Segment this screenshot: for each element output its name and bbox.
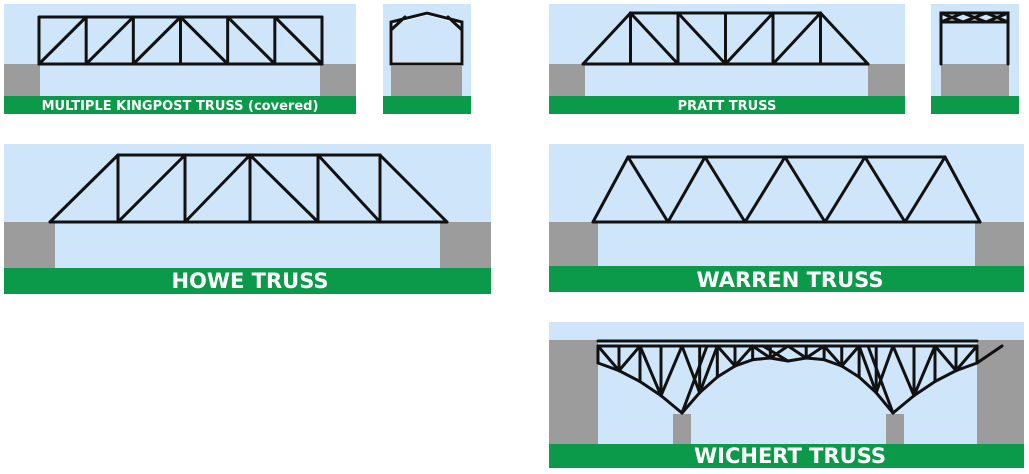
arch-chord bbox=[786, 356, 808, 363]
end-post bbox=[581, 11, 632, 66]
diagonal-member bbox=[768, 344, 790, 360]
kingpost-label: MULTIPLE KINGPOST TRUSS (covered) bbox=[42, 99, 319, 114]
diagonal-member bbox=[771, 11, 822, 66]
diagonal-member bbox=[724, 11, 775, 66]
kingpost-truss bbox=[37, 15, 324, 66]
diagonal-member bbox=[954, 344, 979, 373]
wichert-truss bbox=[596, 339, 1004, 415]
diagonal-member bbox=[659, 344, 684, 398]
diagonal-member bbox=[874, 344, 895, 395]
wichert-truss-panel: WICHERT TRUSS bbox=[549, 322, 1024, 468]
diagonal-member bbox=[596, 344, 621, 373]
diagonal-member bbox=[131, 15, 182, 66]
diagonal-member bbox=[248, 153, 320, 224]
end-post bbox=[48, 153, 120, 224]
diagonal-member bbox=[783, 155, 827, 224]
howe-truss bbox=[48, 153, 449, 224]
kingpost-end-view-panel bbox=[383, 4, 471, 114]
arch-chord bbox=[933, 369, 958, 383]
diagonal-member bbox=[698, 344, 719, 395]
arch-chord bbox=[857, 375, 878, 395]
arch-chord bbox=[822, 358, 844, 368]
arch-chord bbox=[840, 364, 861, 379]
diagonal-member bbox=[857, 344, 878, 395]
diagonal-member bbox=[638, 344, 663, 398]
end-post bbox=[819, 11, 870, 66]
pratt-truss bbox=[581, 11, 870, 66]
diagonal-member bbox=[743, 155, 787, 224]
diagonal-member bbox=[617, 344, 642, 373]
diagonal-member bbox=[822, 344, 844, 368]
diagonal-member bbox=[751, 344, 772, 360]
arch-chord bbox=[715, 364, 737, 379]
diagonal-member bbox=[903, 155, 947, 224]
arch-chord bbox=[638, 380, 663, 398]
diagonal-member bbox=[733, 344, 755, 368]
arch-chord bbox=[596, 361, 621, 373]
diagonal-member bbox=[273, 15, 324, 66]
diagonal-member bbox=[183, 153, 252, 224]
arch-chord bbox=[659, 394, 684, 415]
pratt-truss-panel: PRATT TRUSS bbox=[549, 4, 905, 114]
diagonal-member bbox=[179, 15, 230, 66]
diagonal-member bbox=[703, 155, 747, 224]
diagonal-member bbox=[786, 344, 808, 360]
right-abutment bbox=[320, 64, 356, 96]
diagonal-member bbox=[666, 155, 707, 224]
arch-chord bbox=[733, 358, 755, 368]
diagonal-member bbox=[840, 344, 861, 368]
left-abutment bbox=[4, 64, 40, 96]
diagonal-member bbox=[629, 11, 680, 66]
arch-chord bbox=[751, 356, 772, 362]
diagonal-member bbox=[804, 344, 826, 360]
arch-chord bbox=[891, 394, 916, 415]
pratt-label: PRATT TRUSS bbox=[678, 99, 777, 114]
diagonal-member bbox=[626, 155, 670, 224]
warren-label: WARREN TRUSS bbox=[697, 268, 884, 292]
diagonal-member bbox=[823, 155, 867, 224]
end-post bbox=[378, 153, 449, 224]
howe-label: HOWE TRUSS bbox=[171, 269, 328, 293]
wichert-label: WICHERT TRUSS bbox=[694, 444, 886, 468]
diagonal-member bbox=[933, 344, 958, 373]
ground bbox=[4, 96, 356, 114]
pratt-end-view-panel bbox=[931, 4, 1019, 114]
diagonal-member bbox=[116, 153, 187, 224]
diagonal-member bbox=[37, 15, 88, 66]
arch-chord bbox=[698, 375, 719, 395]
arch-chord bbox=[954, 361, 979, 373]
arch-chord bbox=[912, 380, 937, 398]
diagonal-member bbox=[676, 11, 727, 66]
diagonal-member bbox=[316, 153, 382, 224]
diagonal-member bbox=[943, 155, 982, 224]
diagonal-member bbox=[680, 344, 702, 395]
diagonal-member bbox=[863, 155, 907, 224]
diagonal-member bbox=[226, 15, 277, 66]
diagonal-member bbox=[591, 155, 630, 224]
arch-chord bbox=[617, 369, 642, 383]
diagonal-member bbox=[975, 344, 1004, 365]
diagonal-member bbox=[912, 344, 937, 398]
diagonal-member bbox=[84, 15, 135, 66]
arch-chord bbox=[804, 356, 826, 362]
warren-truss-panel: WARREN TRUSS bbox=[549, 144, 1024, 292]
diagonal-member bbox=[761, 344, 790, 363]
diagonal-member bbox=[866, 344, 895, 415]
diagonal-member bbox=[715, 344, 737, 368]
kingpost-truss-panel: MULTIPLE KINGPOST TRUSS (covered) bbox=[4, 4, 356, 114]
howe-truss-panel: HOWE TRUSS bbox=[4, 144, 491, 294]
warren-truss bbox=[591, 155, 982, 224]
arch-chord bbox=[680, 391, 702, 415]
diagonal-member bbox=[891, 344, 916, 398]
